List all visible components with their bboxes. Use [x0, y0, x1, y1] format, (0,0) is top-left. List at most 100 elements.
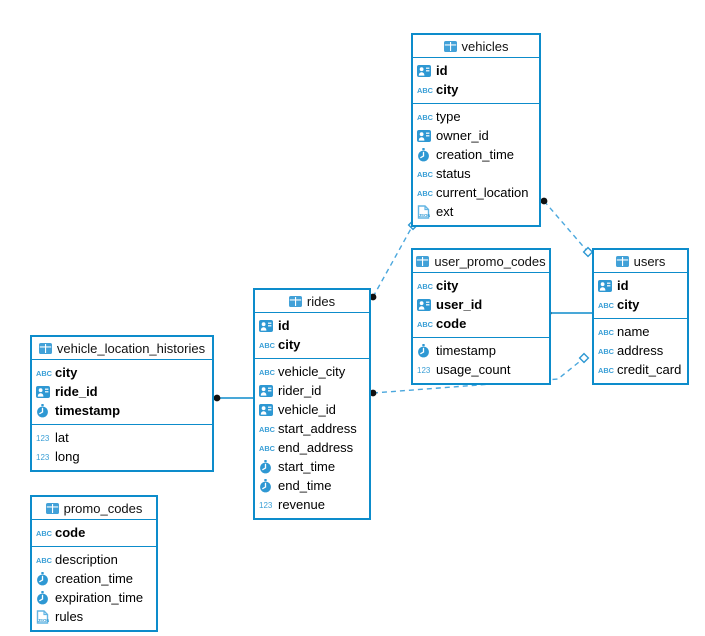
relation-diamond-end	[582, 246, 594, 258]
field-row-id[interactable]: id	[594, 276, 687, 295]
field-label: long	[55, 449, 80, 464]
svg-text:ABC: ABC	[417, 189, 434, 198]
field-label: usage_count	[436, 362, 511, 377]
table-header[interactable]: user_promo_codes	[413, 250, 549, 273]
clock-icon	[36, 571, 55, 586]
field-label: ride_id	[55, 384, 98, 399]
relation-line-vehicles-users[interactable]	[543, 200, 589, 253]
field-row-long[interactable]: 123 long	[32, 447, 212, 466]
field-row-creation_time[interactable]: creation_time	[413, 145, 539, 164]
field-row-id[interactable]: id	[413, 61, 539, 80]
field-row-vehicle_id[interactable]: vehicle_id	[255, 400, 369, 419]
svg-text:123: 123	[417, 366, 431, 375]
table-header[interactable]: promo_codes	[32, 497, 156, 520]
svg-text:ABC: ABC	[36, 369, 53, 378]
field-row-expiration_time[interactable]: expiration_time	[32, 588, 156, 607]
abc-icon: ABC	[259, 424, 278, 434]
svg-text:ABC: ABC	[259, 425, 276, 434]
field-label: start_address	[278, 421, 357, 436]
svg-text:ABC: ABC	[598, 347, 615, 356]
field-row-rider_id[interactable]: rider_id	[255, 381, 369, 400]
user-icon	[36, 385, 55, 398]
svg-text:ABC: ABC	[598, 328, 615, 337]
abc-icon: ABC	[417, 188, 436, 198]
clock-icon	[417, 147, 436, 162]
table-title: rides	[306, 293, 336, 309]
user-icon	[417, 298, 436, 311]
field-label: rules	[55, 609, 84, 624]
field-label: id	[617, 278, 629, 293]
field-row-timestamp[interactable]: timestamp	[32, 401, 212, 420]
svg-text:ABC: ABC	[36, 556, 53, 565]
relation-line-rides-vehicles[interactable]	[372, 224, 414, 298]
svg-text:123: 123	[36, 453, 50, 462]
clock-icon	[417, 343, 436, 358]
field-row-timestamp[interactable]: timestamp	[413, 341, 549, 360]
field-label: vehicle_id	[278, 402, 336, 417]
field-row-id[interactable]: id	[255, 316, 369, 335]
table-icon	[416, 255, 430, 267]
field-label: ext	[436, 204, 454, 219]
field-label: description	[55, 552, 118, 567]
field-row-end_time[interactable]: end_time	[255, 476, 369, 495]
relation-dot-end	[540, 197, 548, 205]
user-icon	[259, 403, 278, 416]
field-row-start_time[interactable]: start_time	[255, 457, 369, 476]
clock-icon	[36, 403, 55, 418]
field-row-owner_id[interactable]: owner_id	[413, 126, 539, 145]
field-label: credit_card	[617, 362, 682, 377]
svg-text:123: 123	[36, 434, 50, 443]
relation-diamond-end	[578, 352, 590, 364]
table-header[interactable]: users	[594, 250, 687, 273]
table-header[interactable]: vehicles	[413, 35, 539, 58]
field-row-creation_time[interactable]: creation_time	[32, 569, 156, 588]
field-label: id	[436, 63, 448, 78]
field-label: city	[436, 82, 459, 97]
field-row-user_id[interactable]: user_id	[413, 295, 549, 314]
field-label: start_time	[278, 459, 336, 474]
num-icon: 123	[36, 452, 55, 462]
field-row-usage_count[interactable]: 123 usage_count	[413, 360, 549, 379]
svg-text:ABC: ABC	[417, 282, 434, 291]
table-title: user_promo_codes	[434, 253, 546, 269]
relation-line-rides-users[interactable]	[372, 357, 585, 394]
table-header[interactable]: rides	[255, 290, 369, 313]
field-row-ride_id[interactable]: ride_id	[32, 382, 212, 401]
relation-dot-end	[369, 389, 377, 397]
field-label: city	[436, 278, 459, 293]
table-header[interactable]: vehicle_location_histories	[32, 337, 212, 360]
num-icon: 123	[36, 433, 55, 443]
abc-icon: ABC	[598, 346, 617, 356]
